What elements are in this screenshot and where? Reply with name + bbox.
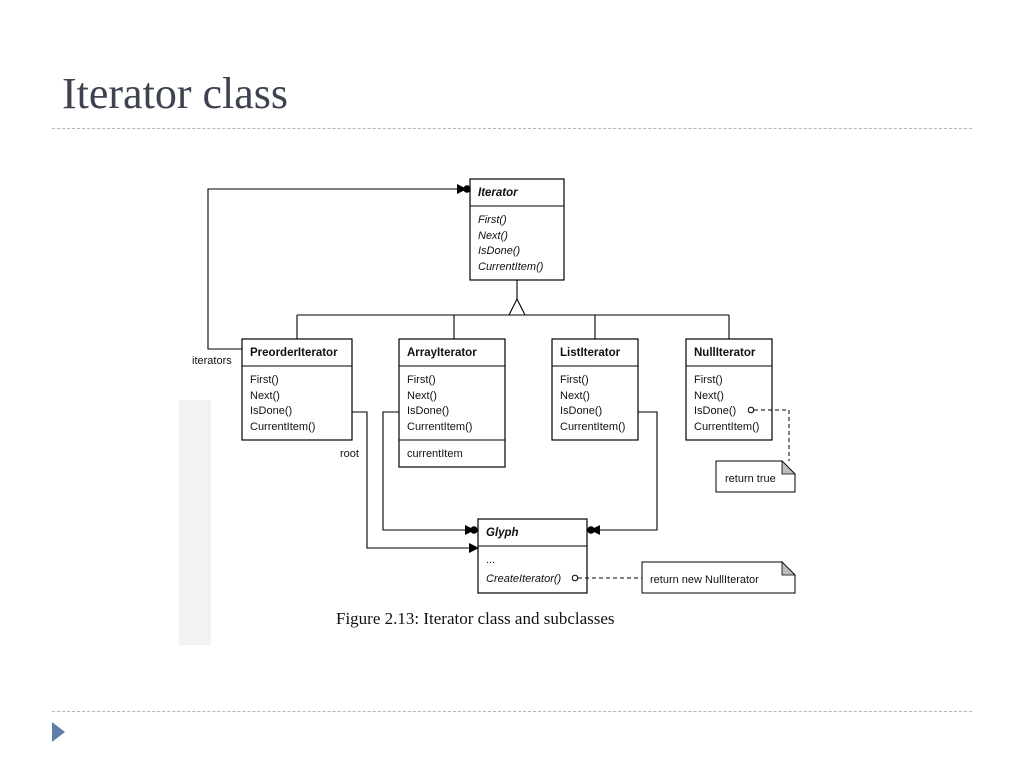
note-return-new-null-iterator-text: return new NullIterator: [650, 574, 759, 586]
class-null-iterator-op: CurrentItem(): [694, 421, 759, 433]
class-iterator: Iterator First() Next() IsDone() Current…: [469, 178, 565, 281]
class-glyph-op: ...: [486, 554, 495, 566]
class-iterator-op: First(): [478, 214, 507, 226]
class-array-iterator-op: Next(): [407, 390, 437, 402]
class-null-iterator-op: Next(): [694, 390, 724, 402]
class-iterator-op: IsDone(): [478, 245, 521, 257]
note-anchor-createiterator: [571, 574, 579, 582]
class-preorder-iterator: PreorderIterator First() Next() IsDone()…: [241, 338, 353, 441]
assoc-array-glyph: [382, 411, 475, 535]
bullet-arrow-icon: [52, 722, 65, 742]
class-glyph-name: Glyph: [486, 527, 519, 539]
assoc-list-glyph: [590, 411, 658, 535]
note-connectors: [571, 406, 790, 582]
class-preorder-iterator-op: Next(): [250, 390, 280, 402]
class-list-iterator-op: Next(): [560, 390, 590, 402]
note-anchor-isdone: [747, 406, 755, 414]
class-array-iterator-attr: currentItem: [407, 448, 463, 460]
note-return-true: return true: [715, 460, 796, 493]
figure-caption: Figure 2.13: Iterator class and subclass…: [336, 609, 615, 628]
class-glyph: Glyph ... CreateIterator(): [477, 518, 588, 594]
assoc-preorder-iterators: [207, 184, 467, 350]
class-list-iterator-op: First(): [560, 374, 589, 386]
class-list-iterator-name: ListIterator: [560, 347, 621, 359]
role-label-iterators: iterators: [192, 355, 232, 367]
class-array-iterator-op: IsDone(): [407, 405, 449, 417]
class-array-iterator-op: First(): [407, 374, 436, 386]
class-preorder-iterator-op: CurrentItem(): [250, 421, 315, 433]
class-preorder-iterator-op: First(): [250, 374, 279, 386]
assoc-dot: [463, 185, 471, 193]
class-list-iterator-op: CurrentItem(): [560, 421, 625, 433]
class-iterator-name: Iterator: [478, 187, 518, 199]
assoc-dot: [587, 526, 595, 534]
associations: [207, 184, 658, 553]
slide-title: Iterator class: [62, 69, 288, 118]
class-iterator-op: Next(): [478, 230, 508, 242]
class-iterator-op: CurrentItem(): [478, 261, 544, 273]
class-null-iterator-op: IsDone(): [694, 405, 736, 417]
inheritance-triangle: [508, 297, 526, 316]
class-null-iterator-name: NullIterator: [694, 347, 756, 359]
class-glyph-op: CreateIterator(): [486, 573, 562, 585]
note-return-true-text: return true: [725, 473, 776, 485]
title-divider: [52, 128, 972, 129]
class-preorder-iterator-name: PreorderIterator: [250, 347, 338, 359]
assoc-preorder-root: [352, 411, 479, 553]
note-link-isdone: [754, 409, 790, 461]
note-return-new-null-iterator: return new NullIterator: [641, 561, 796, 594]
class-array-iterator-op: CurrentItem(): [407, 421, 472, 433]
role-label-root: root: [340, 448, 359, 460]
class-array-iterator: ArrayIterator First() Next() IsDone() Cu…: [398, 338, 506, 468]
scan-shadow: [179, 400, 211, 645]
class-list-iterator-op: IsDone(): [560, 405, 602, 417]
footer-divider: [52, 711, 972, 712]
class-array-iterator-name: ArrayIterator: [407, 347, 477, 359]
class-null-iterator: NullIterator First() Next() IsDone() Cur…: [685, 338, 773, 441]
class-list-iterator: ListIterator First() Next() IsDone() Cur…: [551, 338, 639, 441]
class-null-iterator-op: First(): [694, 374, 723, 386]
assoc-dot: [470, 526, 478, 534]
inheritance-hierarchy: [296, 280, 730, 339]
class-preorder-iterator-op: IsDone(): [250, 405, 292, 417]
